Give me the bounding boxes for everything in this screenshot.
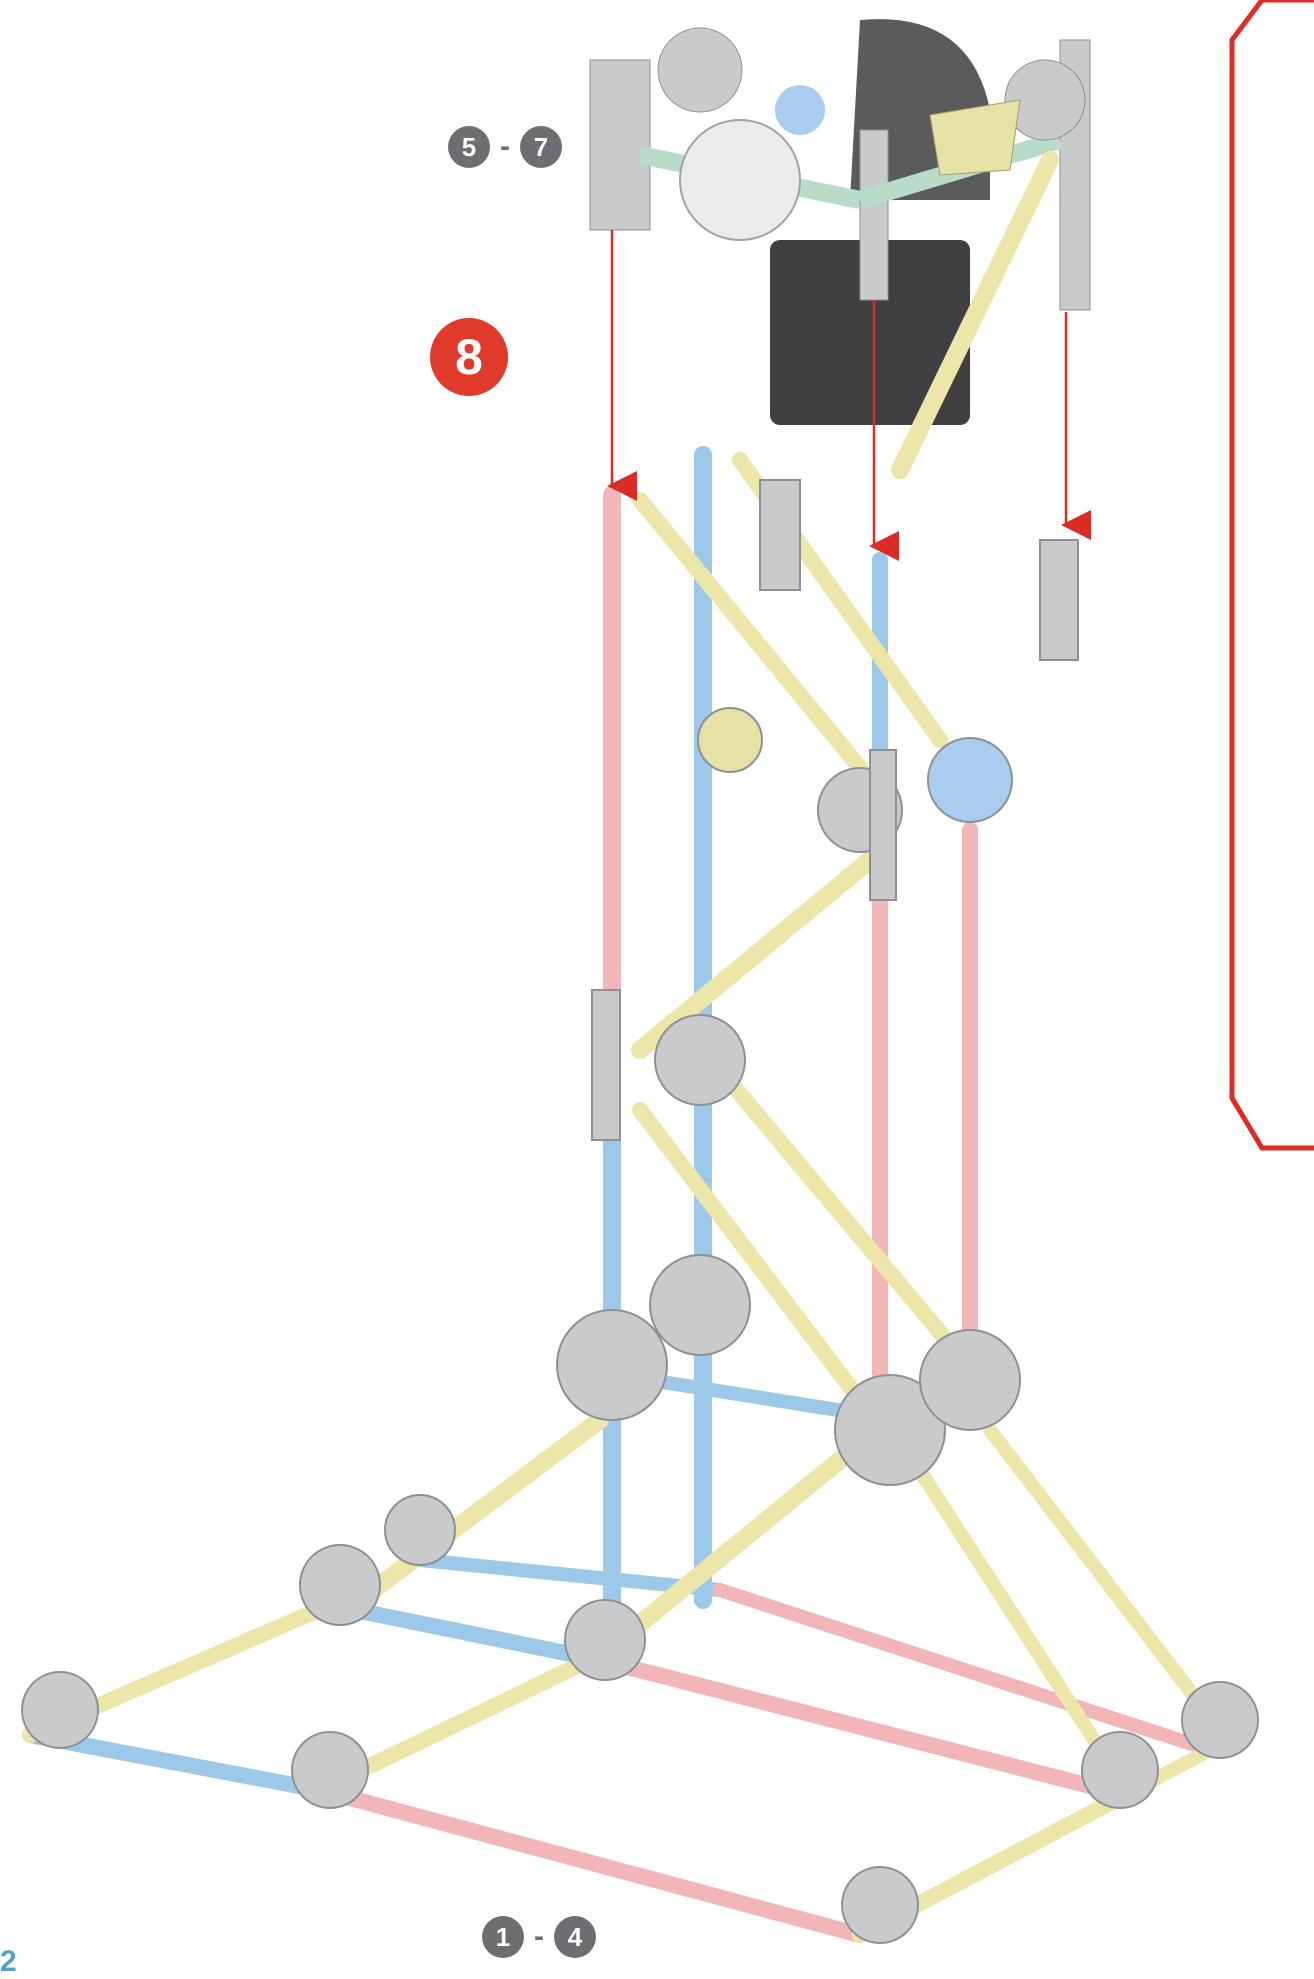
range-start: 1: [482, 1916, 524, 1958]
motor-assembly: [590, 19, 1090, 470]
page-number: 2: [0, 1945, 17, 1979]
range-end: 4: [554, 1916, 596, 1958]
top-step-range: 5 - 7: [448, 126, 562, 168]
range-end: 7: [520, 126, 562, 168]
diagonal-braces: [360, 460, 1220, 1780]
connectors: [22, 480, 1258, 1943]
range-dash: -: [534, 1920, 544, 1954]
range-start: 5: [448, 126, 490, 168]
range-dash: -: [500, 130, 510, 164]
callout-frame: [1232, 0, 1314, 1148]
bottom-step-range: 1 - 4: [482, 1916, 596, 1958]
step-number: 8: [430, 318, 508, 396]
